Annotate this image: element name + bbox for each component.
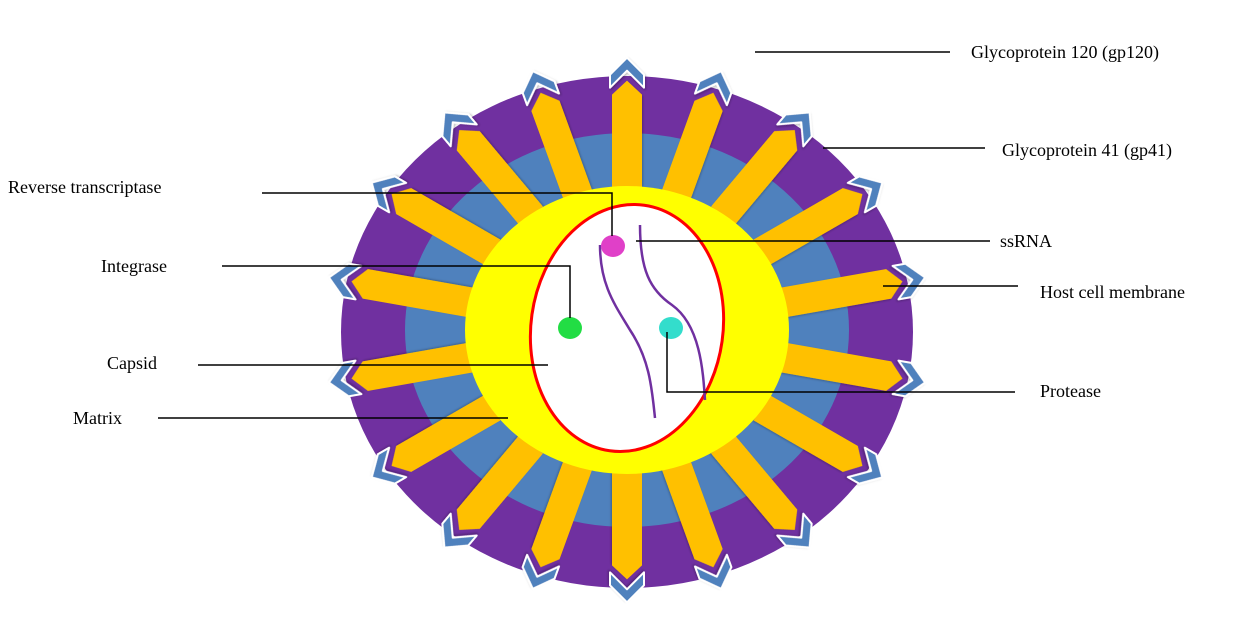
gp41-label: Glycoprotein 41 (gp41): [1002, 140, 1172, 161]
gp120-label: Glycoprotein 120 (gp120): [971, 42, 1159, 63]
reverse-transcriptase-label: Reverse transcriptase: [8, 177, 161, 197]
host-cell-membrane-label: Host cell membrane: [1040, 282, 1185, 302]
protease-icon: [659, 317, 683, 339]
gp41-stalk: [612, 472, 642, 579]
ssrna-label: ssRNA: [1000, 231, 1052, 251]
matrix-label: Matrix: [73, 408, 122, 428]
capsid-label: Capsid: [107, 353, 157, 373]
reverse-transcriptase-icon: [601, 235, 625, 257]
gp41-stalk: [612, 81, 642, 188]
protease-label: Protease: [1040, 381, 1101, 401]
integrase-icon: [558, 317, 582, 339]
integrase-label: Integrase: [101, 256, 167, 276]
